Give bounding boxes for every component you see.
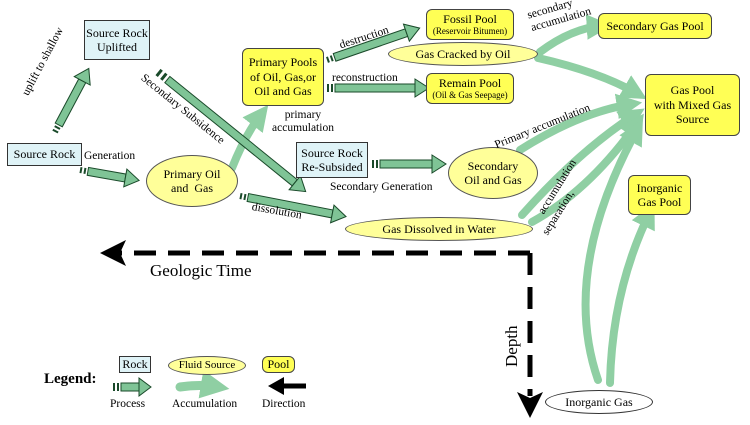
mixed-gas-pool-box: Gas Pool with Mixed Gas Source bbox=[645, 74, 740, 136]
accumulation-arrows bbox=[228, 14, 655, 387]
geologic-time-label: Geologic Time bbox=[150, 261, 252, 280]
legend-accumulation-label: Accumulation bbox=[172, 398, 238, 410]
process-arrow-secondary-generation bbox=[372, 154, 447, 174]
inorganic-gas-pool-box: Inorganic Gas Pool bbox=[628, 175, 691, 215]
source-rock-uplifted-label: Source Rock Uplifted bbox=[86, 25, 148, 54]
generation-label: Generation bbox=[84, 150, 136, 162]
gas-cracked-label: Gas Cracked by Oil bbox=[415, 46, 511, 61]
source-rock-label: Source Rock bbox=[13, 147, 76, 162]
legend-fluid-label: Fluid Source bbox=[178, 358, 236, 371]
accumulation-arrow-secondary-to-mixed bbox=[516, 93, 643, 154]
legend-direction-arrow bbox=[268, 377, 306, 395]
legend-fluid-ellipse: Fluid Source bbox=[168, 356, 246, 375]
primary-accumulation-label: primary accumulation bbox=[272, 109, 334, 134]
legend-title: Legend: bbox=[44, 371, 97, 387]
depth-axis bbox=[517, 253, 543, 418]
fossil-pool-sublabel: (Reservoir Bitumen) bbox=[432, 26, 508, 37]
process-arrow-generation bbox=[79, 166, 140, 188]
inorganic-gas-label: Inorganic Gas bbox=[565, 394, 633, 409]
legend-process-arrow bbox=[113, 377, 152, 397]
primary-oil-gas-ellipse: Primary Oil and Gas bbox=[146, 155, 238, 207]
process-arrow-dissolution bbox=[239, 193, 347, 224]
secondary-oil-gas-label: Secondary Oil and Gas bbox=[464, 158, 522, 187]
process-arrow-reconstruction bbox=[327, 78, 430, 98]
process-arrow-subsidence bbox=[155, 68, 307, 193]
secondary-gas-pool-label: Secondary Gas Pool bbox=[606, 18, 704, 33]
source-rock-resubsided-label: Source Rock Re-Subsided bbox=[301, 145, 363, 174]
secondary-oil-gas-ellipse: Secondary Oil and Gas bbox=[448, 147, 538, 199]
source-rock-resubsided-box: Source Rock Re-Subsided bbox=[296, 142, 368, 178]
accumulation-arrow-inorganic-to-mixed bbox=[581, 119, 643, 384]
process-arrow-destruction bbox=[326, 23, 421, 63]
gas-cracked-ellipse: Gas Cracked by Oil bbox=[388, 42, 538, 66]
accumulation-arrow-inorganic-to-pool bbox=[606, 202, 655, 387]
source-rock-box: Source Rock bbox=[7, 143, 82, 166]
process-arrow-uplift bbox=[52, 67, 91, 134]
reconstruction-label: reconstruction bbox=[332, 72, 398, 84]
legend-rock-label: Rock bbox=[122, 357, 148, 372]
fossil-pool-box: Fossil Pool (Reservoir Bitumen) bbox=[426, 9, 514, 40]
gas-dissolved-label: Gas Dissolved in Water bbox=[382, 221, 496, 236]
secondary-generation-label: Secondary Generation bbox=[330, 181, 433, 193]
remain-pool-box: Remain Pool (Oil & Gas Seepage) bbox=[426, 73, 514, 104]
primary-oil-gas-label: Primary Oil and Gas bbox=[163, 166, 221, 195]
legend-pool-label: Pool bbox=[267, 357, 290, 372]
geologic-time-axis bbox=[100, 240, 530, 266]
secondary-gas-pool-box: Secondary Gas Pool bbox=[598, 13, 712, 39]
source-rock-uplifted-box: Source Rock Uplifted bbox=[84, 20, 150, 60]
primary-pools-label: Primary Pools of Oil, Gas,or Oil and Gas bbox=[248, 55, 318, 99]
remain-pool-label: Remain Pool bbox=[438, 75, 502, 90]
remain-pool-sublabel: (Oil & Gas Seepage) bbox=[432, 90, 508, 101]
legend-process-label: Process bbox=[110, 398, 146, 410]
depth-label: Depth bbox=[502, 325, 521, 367]
primary-pools-box: Primary Pools of Oil, Gas,or Oil and Gas bbox=[242, 48, 324, 106]
inorganic-gas-ellipse: Inorganic Gas bbox=[545, 390, 653, 414]
gas-dissolved-ellipse: Gas Dissolved in Water bbox=[345, 217, 533, 241]
mixed-gas-pool-label: Gas Pool with Mixed Gas Source bbox=[653, 83, 732, 127]
legend-direction-label: Direction bbox=[262, 398, 306, 410]
legend-accumulation-arrow bbox=[175, 369, 230, 399]
fossil-pool-label: Fossil Pool bbox=[443, 11, 497, 26]
accumulation-arrow-cracked-to-mixed bbox=[534, 54, 647, 100]
legend-pool-box: Pool bbox=[262, 356, 295, 373]
process-arrows bbox=[52, 23, 447, 224]
legend-rock-box: Rock bbox=[119, 356, 151, 373]
inorganic-gas-pool-label: Inorganic Gas Pool bbox=[636, 180, 683, 209]
accumulation-arrow-cracked-to-secondary bbox=[536, 14, 613, 56]
